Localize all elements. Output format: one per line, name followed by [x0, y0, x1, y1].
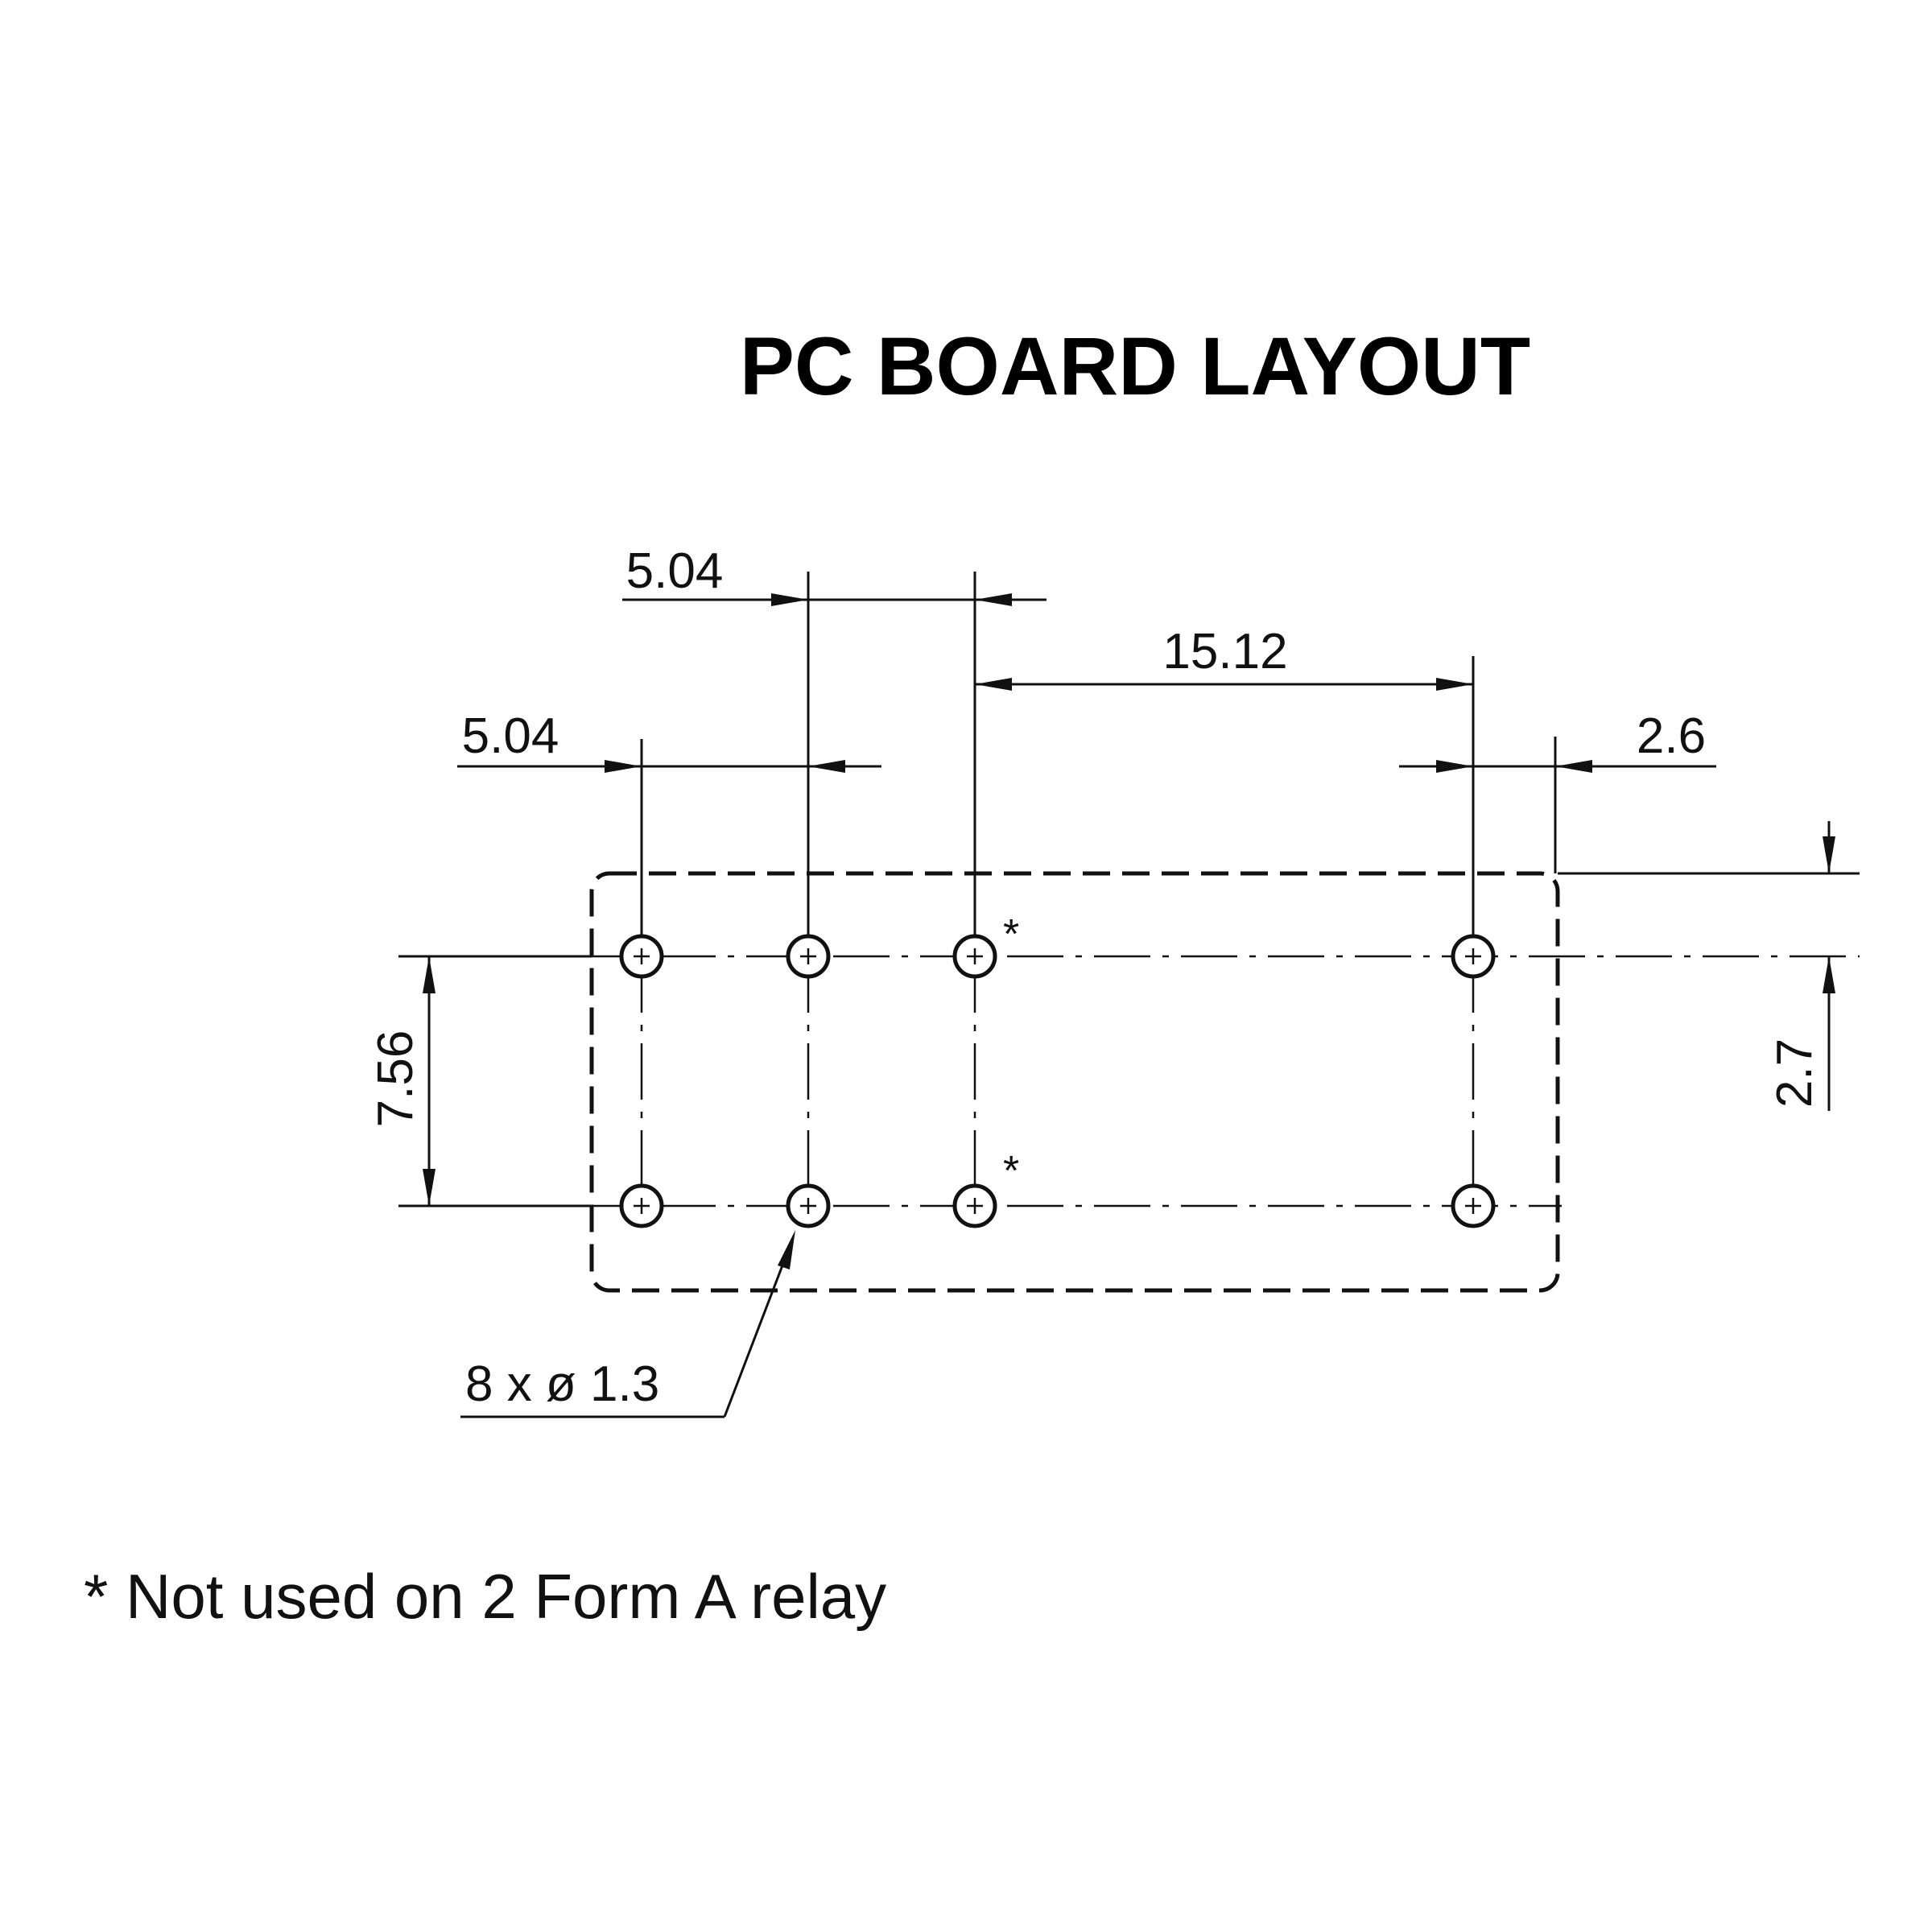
- hole: [619, 1183, 664, 1228]
- dimension-pitch-lower: 5.04: [457, 708, 881, 773]
- dimension-top-edge-label: 2.7: [1767, 1038, 1823, 1108]
- dimension-pitch-lower-label: 5.04: [462, 708, 559, 764]
- dimension-right-edge-label: 2.6: [1637, 708, 1706, 764]
- unused-hole-marker-bottom: *: [1003, 1148, 1019, 1195]
- hole-callout-label: 8 x ø 1.3: [465, 1356, 659, 1412]
- dimension-right-edge: 2.6: [1399, 708, 1716, 773]
- hole: [1451, 1183, 1496, 1228]
- hole: [1451, 934, 1496, 979]
- hole: [786, 1183, 831, 1228]
- hole: [952, 1183, 997, 1228]
- dimension-pitch-upper-label: 5.04: [626, 543, 724, 599]
- dimension-top-edge: 2.7: [1767, 821, 1835, 1111]
- dimension-pitch-upper: 5.04: [622, 543, 1046, 606]
- dimension-span-label: 15.12: [1162, 624, 1287, 679]
- hole: [786, 934, 831, 979]
- relay-outline: [589, 871, 1560, 1293]
- dimension-span: 15.12: [975, 624, 1473, 691]
- unused-hole-marker-top: *: [1003, 911, 1019, 958]
- hole: [619, 934, 664, 979]
- hole: [952, 934, 997, 979]
- footnote: * Not used on 2 Form A relay: [84, 1561, 886, 1632]
- hole-callout-leader: [460, 1230, 795, 1418]
- page-title: PC BOARD LAYOUT: [740, 320, 1530, 412]
- dimension-row-spacing-label: 7.56: [368, 1030, 423, 1128]
- dimension-row-spacing: 7.56: [368, 955, 592, 1208]
